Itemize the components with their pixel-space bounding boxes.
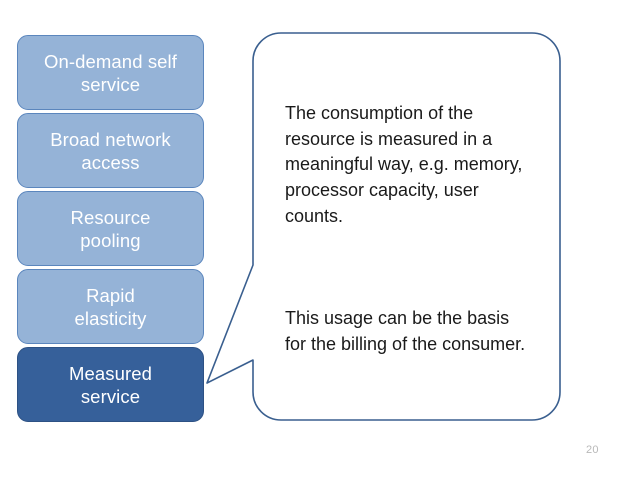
page-number: 20 xyxy=(586,444,599,456)
characteristic-label: On-demand self service xyxy=(43,50,178,95)
characteristics-stack: On-demand self service Broad network acc… xyxy=(17,35,204,425)
callout-paragraph-2: This usage can be the basis for the bill… xyxy=(285,307,526,354)
characteristic-box-measured-service[interactable]: Measured service xyxy=(17,347,204,422)
callout-paragraph-1: The consumption of the resource is measu… xyxy=(285,103,533,226)
characteristic-box-resource-pooling[interactable]: Resource pooling xyxy=(17,191,204,266)
callout-text-block: The consumption of the resource is measu… xyxy=(285,50,533,408)
characteristic-box-rapid-elasticity[interactable]: Rapid elasticity xyxy=(17,269,204,344)
characteristic-label: Broad network access xyxy=(50,128,171,173)
characteristic-box-on-demand-self-service[interactable]: On-demand self service xyxy=(17,35,204,110)
characteristic-label: Rapid elasticity xyxy=(74,284,147,329)
characteristic-label: Resource pooling xyxy=(70,206,151,251)
callout-container: The consumption of the resource is measu… xyxy=(196,28,568,428)
characteristic-label: Measured service xyxy=(68,362,153,407)
characteristic-box-broad-network-access[interactable]: Broad network access xyxy=(17,113,204,188)
